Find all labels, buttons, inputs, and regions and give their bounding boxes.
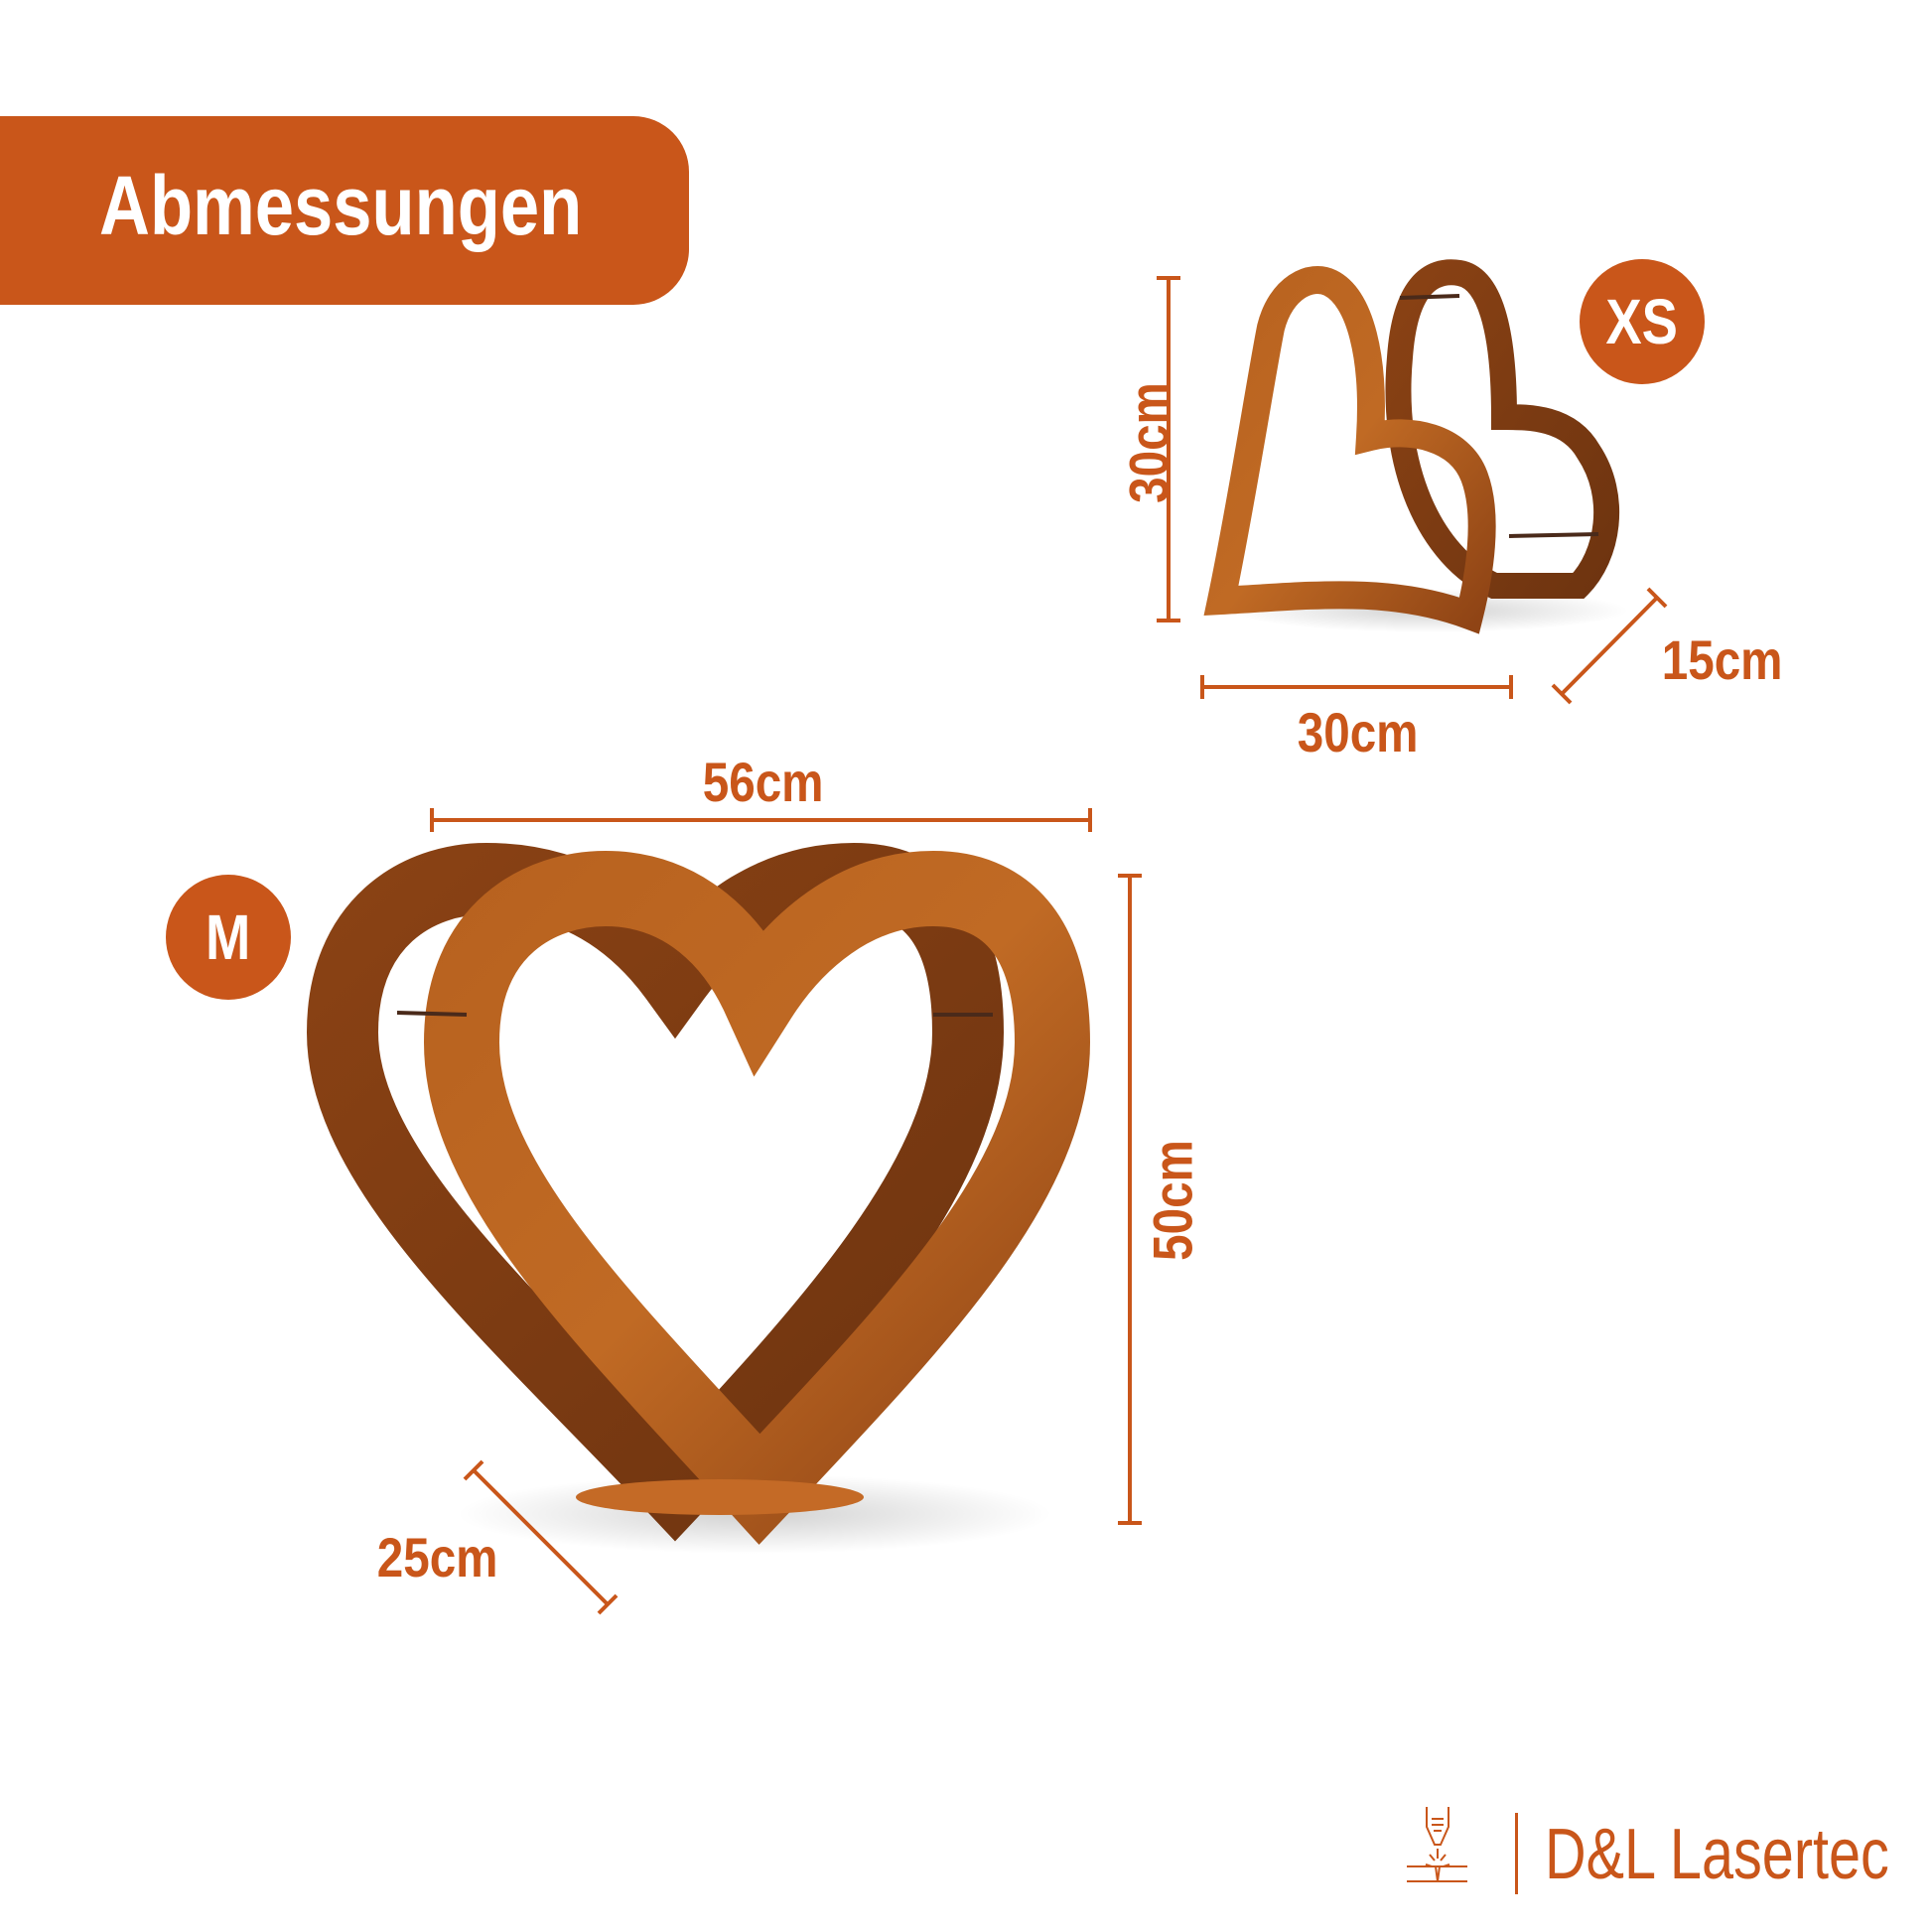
m-height-label: 50cm bbox=[1141, 1140, 1204, 1261]
m-width-label: 56cm bbox=[702, 751, 824, 813]
page-title: Abmessungen bbox=[99, 159, 583, 252]
size-badge-m-label: M bbox=[206, 901, 251, 973]
heart-m-image bbox=[306, 842, 1091, 1554]
size-badge-m: M bbox=[166, 875, 291, 1000]
m-depth-label: 25cm bbox=[376, 1526, 498, 1588]
heart-m-back bbox=[306, 842, 1005, 1542]
size-badge-xs-label: XS bbox=[1605, 286, 1679, 357]
xs-width-label: 30cm bbox=[1297, 701, 1419, 763]
title-banner: Abmessungen bbox=[0, 116, 689, 305]
xs-depth-label: 15cm bbox=[1661, 628, 1783, 691]
heart-xs-image bbox=[1203, 259, 1628, 634]
brand-name: D&L Lasertec bbox=[1545, 1815, 1889, 1894]
heart-xs-back bbox=[1385, 259, 1620, 599]
xs-height-label: 30cm bbox=[1117, 382, 1180, 503]
laser-cutter-icon bbox=[1407, 1807, 1467, 1882]
dimension-lines bbox=[430, 276, 1668, 1615]
logo-divider bbox=[1515, 1813, 1518, 1894]
size-badge-xs: XS bbox=[1580, 259, 1705, 384]
heart-xs-front bbox=[1203, 266, 1496, 634]
heart-m-front bbox=[423, 850, 1091, 1545]
